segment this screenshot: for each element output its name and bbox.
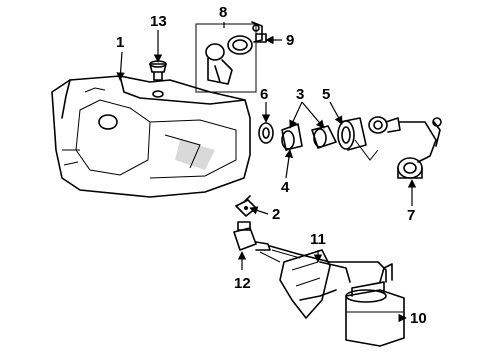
fuel-sender-assembly-part-8	[195, 23, 257, 93]
callout-8: 8	[219, 4, 227, 21]
callout-2: 2	[272, 206, 280, 223]
callout-3: 3	[296, 86, 304, 103]
callout-4: 4	[281, 179, 290, 196]
callout-5: 5	[322, 86, 330, 103]
callout-11: 11	[310, 231, 326, 248]
callout-10: 10	[410, 310, 427, 327]
callout-13: 13	[150, 13, 167, 30]
callout-9: 9	[286, 32, 294, 49]
connector-part-9	[251, 21, 267, 43]
filler-hose-part-7	[397, 117, 442, 179]
fuel-tank	[51, 75, 251, 198]
callout-1: 1	[116, 34, 124, 51]
callout-12: 12	[234, 275, 251, 292]
canister-bracket-part-11	[279, 249, 337, 319]
callout-6: 6	[260, 86, 268, 103]
vapor-lines	[259, 245, 387, 283]
fuel-cap-part-13	[149, 60, 167, 81]
grommet-part-6	[258, 122, 274, 144]
filler-flange-part-5	[337, 116, 401, 161]
vapor-valve-part-12	[233, 221, 271, 251]
leader-lines	[116, 22, 417, 323]
callout-7: 7	[407, 207, 415, 224]
vapor-canister-part-10	[345, 263, 405, 347]
vent-valve-part-2	[235, 195, 257, 217]
